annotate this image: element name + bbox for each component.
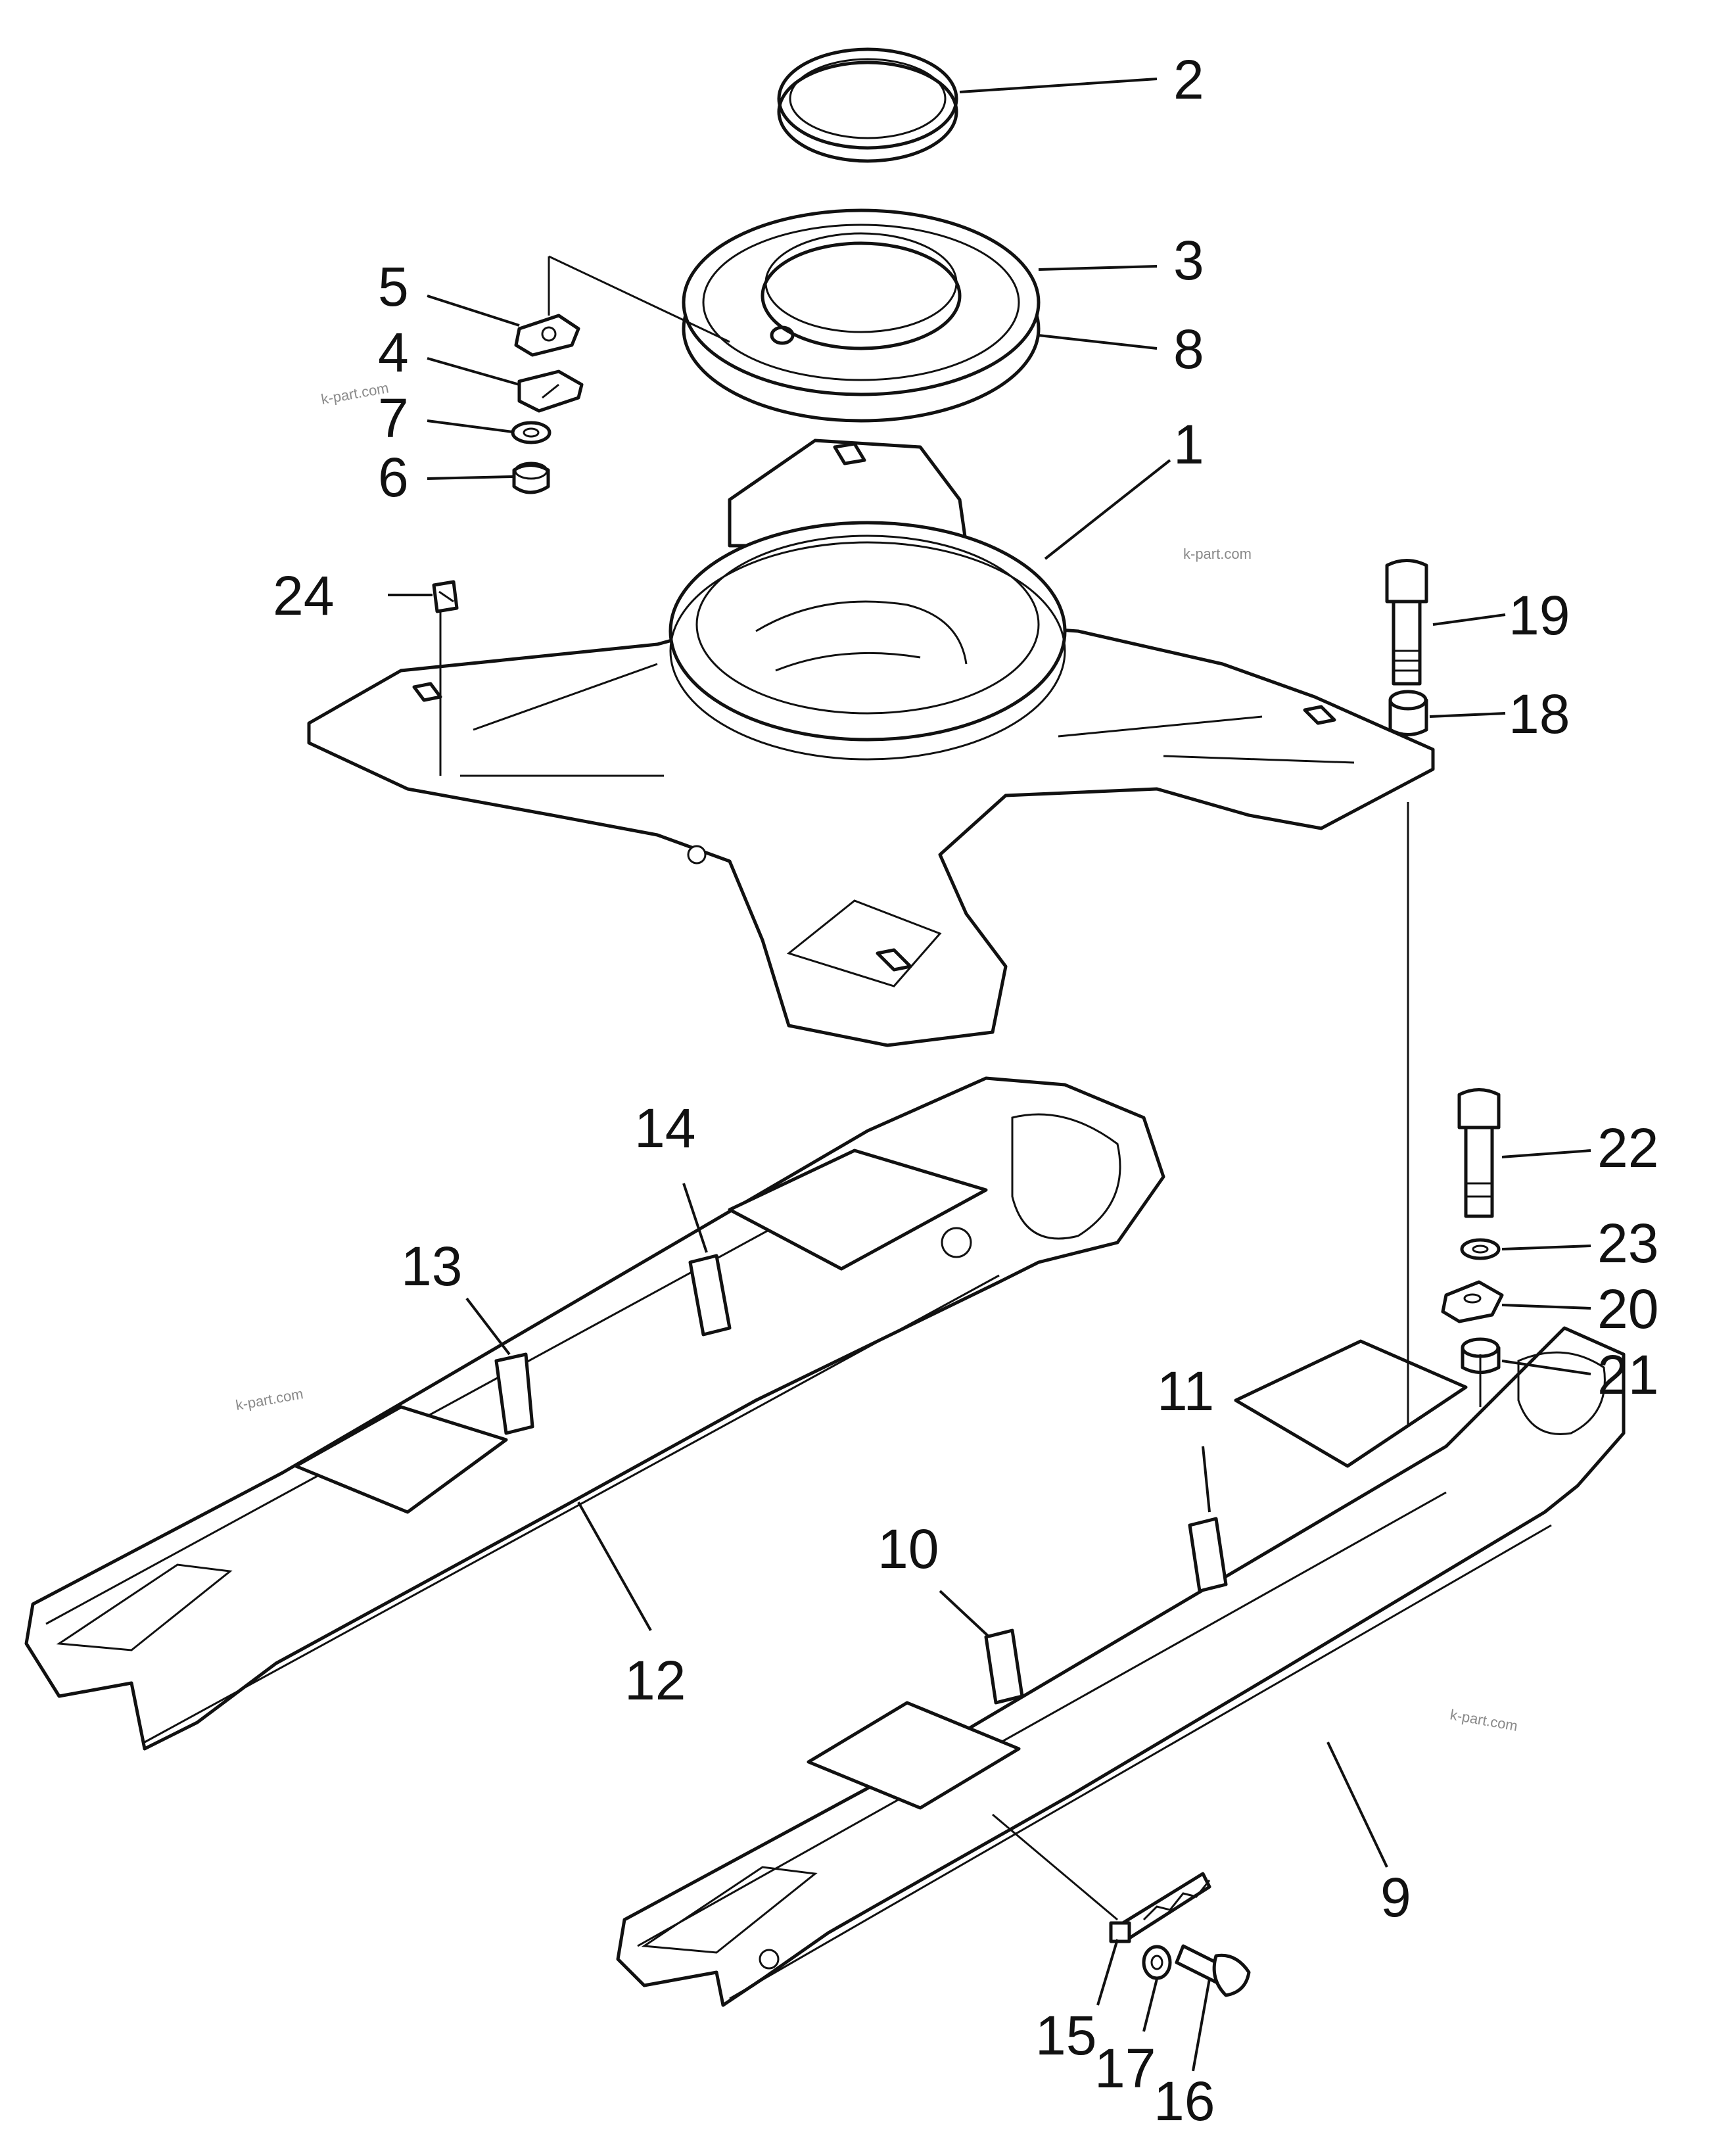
part-12-track-frame	[24, 1076, 1165, 1751]
leader-lines	[388, 78, 1591, 2072]
callout-2: 2	[1173, 49, 1204, 110]
part-7-washer	[511, 421, 551, 444]
part-24-plug	[432, 580, 459, 613]
part-23-washer	[1460, 1238, 1501, 1260]
callout-9: 9	[1380, 1866, 1411, 1928]
callout-19: 19	[1509, 584, 1570, 646]
callout-3: 3	[1173, 229, 1204, 291]
watermark-text: k-part.com	[1449, 1706, 1519, 1734]
part-3-bearing	[682, 208, 1041, 423]
callout-23: 23	[1597, 1212, 1658, 1274]
callout-17: 17	[1094, 2037, 1156, 2099]
callout-10: 10	[878, 1518, 939, 1580]
part-19-bolt	[1385, 559, 1428, 686]
callout-16: 16	[1154, 2070, 1215, 2132]
part-6-nut	[512, 462, 550, 494]
callout-6: 6	[378, 446, 409, 508]
part-2-ring	[777, 47, 958, 163]
callout-24: 24	[273, 565, 334, 627]
part-20-plate	[1441, 1280, 1504, 1323]
part-15-plate	[1109, 1872, 1211, 1943]
callout-8: 8	[1173, 318, 1204, 380]
callout-20: 20	[1597, 1278, 1658, 1340]
part-18-spacer	[1388, 690, 1428, 736]
callout-18: 18	[1509, 683, 1570, 745]
callout-7: 7	[378, 387, 409, 449]
part-4-plate	[517, 369, 584, 413]
callout-14: 14	[634, 1097, 695, 1159]
callout-22: 22	[1597, 1117, 1658, 1179]
watermark-text: k-part.com	[235, 1385, 305, 1413]
callout-12: 12	[624, 1649, 686, 1711]
callout-4: 4	[378, 321, 409, 383]
callout-13: 13	[401, 1235, 462, 1297]
callout-5: 5	[378, 256, 409, 318]
callout-11: 11	[1157, 1360, 1214, 1422]
part-17-washer	[1142, 1945, 1172, 1980]
part-9-track-frame	[616, 1326, 1626, 2007]
callout-labels: 2 3 8 1 5 4 7 6 24 19 18 22 23 20 21 14 …	[273, 49, 1658, 2132]
callout-15: 15	[1035, 2005, 1096, 2066]
watermark-text: k-part.com	[1183, 546, 1252, 562]
alignment-lines	[439, 255, 1482, 1921]
part-22-bolt	[1457, 1088, 1501, 1218]
part-16-bolt	[1175, 1944, 1251, 1997]
part-1-frame	[307, 439, 1435, 1047]
callout-21: 21	[1597, 1344, 1658, 1406]
callout-1: 1	[1173, 414, 1204, 475]
part-5-plate	[514, 314, 580, 357]
